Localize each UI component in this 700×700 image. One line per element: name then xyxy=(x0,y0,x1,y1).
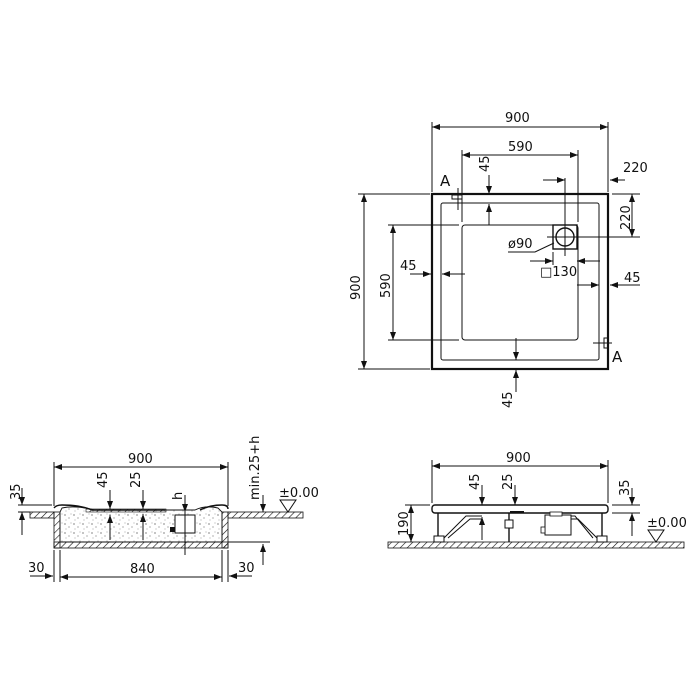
dim-overall-depth: 900 xyxy=(349,275,364,300)
dim-legs-width: 900 xyxy=(506,451,531,466)
dim-min-depth: min.25+h xyxy=(248,436,263,500)
dim-left-wall: 30 xyxy=(28,561,45,576)
dim-inner-width: 590 xyxy=(508,140,533,155)
dim-drain-h: h xyxy=(171,492,186,500)
dim-rim-bottom: 45 xyxy=(501,391,516,408)
dim-legs-25: 25 xyxy=(501,473,516,490)
section-installed-view: 900 35 45 25 h min.25+h ±0.00 30 xyxy=(9,436,319,582)
section-marker-bottom: A xyxy=(612,348,623,366)
dim-right-wall: 30 xyxy=(238,561,255,576)
dim-drain-offset-top: 220 xyxy=(619,205,634,230)
dim-inner-width-840: 840 xyxy=(130,562,155,577)
section-marker-top: A xyxy=(440,172,451,190)
dim-inner-depth: 590 xyxy=(379,273,394,298)
dim-rim-top: 45 xyxy=(478,155,493,172)
dim-legs-45: 45 xyxy=(468,473,483,490)
dim-installed-rim-height: 35 xyxy=(9,483,24,500)
tray-basin xyxy=(461,224,579,341)
dim-drain-square: □130 xyxy=(540,265,577,280)
dim-legs-rim-height: 35 xyxy=(618,479,633,496)
dim-drain-offset-right: 220 xyxy=(623,161,648,176)
tray-rim xyxy=(440,202,600,361)
dim-installed-width: 900 xyxy=(128,452,153,467)
floor-level-installed: ±0.00 xyxy=(279,486,319,501)
dim-installed-25: 25 xyxy=(129,471,144,488)
dim-overall-width: 900 xyxy=(505,111,530,126)
plan-view: 900 590 45 A A 220 220 ø90 □130 xyxy=(349,111,648,408)
dim-drain-diameter: ø90 xyxy=(508,237,533,252)
dim-rim-right: 45 xyxy=(624,271,641,286)
floor-level-legs: ±0.00 xyxy=(647,516,687,531)
section-legs-view: 900 190 45 25 35 ±0.00 xyxy=(387,451,687,549)
tray-outline xyxy=(430,192,610,371)
dim-total-height: 190 xyxy=(397,511,412,536)
dim-rim-left: 45 xyxy=(400,259,417,274)
dim-installed-45: 45 xyxy=(96,471,111,488)
